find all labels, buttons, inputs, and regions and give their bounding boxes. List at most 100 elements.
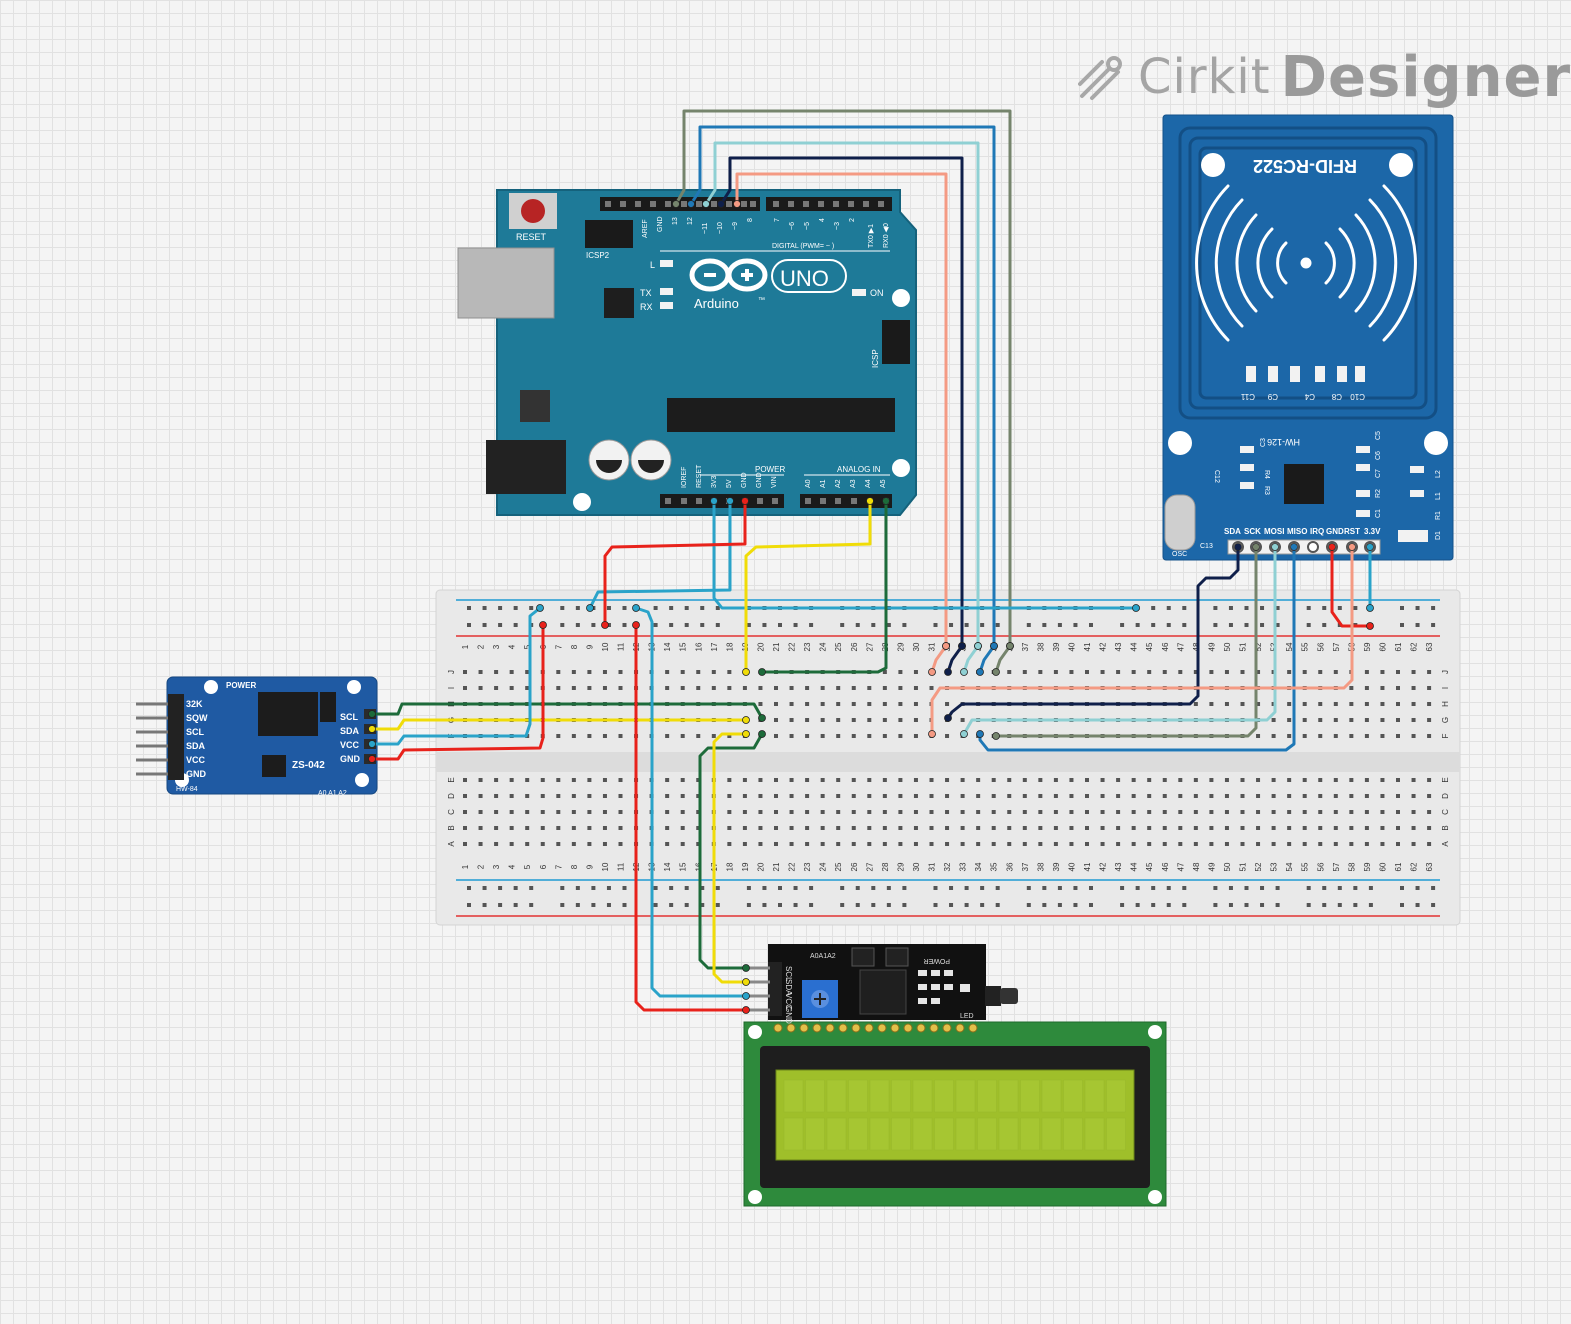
wire-cyan-3v3-rail[interactable] [712, 499, 1138, 610]
column-number: 51 [1239, 642, 1248, 651]
column-number: 2 [477, 864, 486, 869]
header-pin[interactable] [805, 498, 811, 504]
header-pin[interactable] [750, 201, 756, 207]
wire-cyan-rtc-vcc[interactable] [370, 606, 542, 746]
wire-yellow-a4[interactable] [744, 499, 872, 674]
part-l1: L1 [1435, 492, 1442, 500]
column-number: 57 [1332, 642, 1341, 651]
wire-lightcyan-pin11[interactable] [704, 141, 980, 648]
header-pin[interactable] [605, 201, 611, 207]
wire-navy-col32[interactable] [946, 644, 964, 674]
icsp-label: ICSP [871, 349, 880, 368]
wire-cyan-lcd-vcc[interactable] [634, 606, 748, 998]
header-pin[interactable] [635, 201, 641, 207]
wire-salmon-pin9[interactable] [735, 172, 948, 648]
backlight-jumper[interactable] [985, 986, 1001, 1006]
column-number: 18 [725, 862, 734, 871]
header-pin[interactable] [788, 201, 794, 207]
column-number: 18 [725, 642, 734, 651]
header-pin[interactable] [696, 498, 702, 504]
header-pin[interactable] [757, 498, 763, 504]
column-number: 14 [663, 862, 672, 871]
header-pin[interactable] [773, 201, 779, 207]
header-pin[interactable] [851, 498, 857, 504]
rtc-side-chip [320, 692, 336, 722]
header-pin[interactable] [803, 201, 809, 207]
header-pin[interactable] [665, 498, 671, 504]
header-pin[interactable] [833, 201, 839, 207]
wire-gray-col35[interactable] [994, 644, 1012, 674]
header-pin[interactable] [818, 201, 824, 207]
wire-gray-pin13[interactable] [674, 109, 1012, 648]
wire-salmon-rfid-rst[interactable] [930, 545, 1354, 736]
reset-button[interactable] [521, 199, 545, 223]
wire-gray-rfid-sck[interactable] [994, 545, 1258, 738]
mount-hole [347, 680, 361, 694]
wire-green-a5[interactable] [760, 499, 888, 674]
rfid-header-pin[interactable] [1307, 541, 1319, 553]
header-pin[interactable] [681, 498, 687, 504]
rtc-ds3231-module[interactable]: 32K SQW SCL SDA VCC GND SCL SDA VCC GND … [136, 676, 378, 797]
wire-blue-pin12[interactable] [689, 125, 996, 648]
header-pin[interactable] [878, 201, 884, 207]
wire-salmon-col31[interactable] [930, 644, 948, 674]
led-l-label: L [650, 260, 655, 270]
lcd-pin-pads [773, 1023, 978, 1033]
pin-reset-label: RESET [696, 464, 703, 488]
power-label: POWER [755, 465, 785, 474]
wire-green-lcd-scl[interactable] [698, 732, 764, 970]
i2c-backpack-module[interactable]: A0A1A2 POWER LED SCL SDA VCC GND [748, 944, 1018, 1024]
crystal-oscillator [1164, 494, 1196, 551]
wire-navy-rfid-sda[interactable] [946, 545, 1240, 720]
row-letter: B [447, 825, 456, 830]
wire-yellow-rtc-sda[interactable] [370, 718, 748, 731]
header-pin[interactable] [681, 201, 687, 207]
rtc-pin-32k-label: 32K [186, 699, 203, 709]
header-pin[interactable] [772, 498, 778, 504]
pin-ioref-label: IOREF [681, 467, 688, 488]
pin-12-label: 12 [687, 217, 694, 225]
column-number: 29 [896, 642, 905, 651]
header-pin[interactable] [848, 201, 854, 207]
rfid-wave-icon [1195, 184, 1417, 342]
part-l2: L2 [1435, 470, 1442, 478]
header-pin[interactable] [726, 201, 732, 207]
column-number: 44 [1130, 642, 1139, 651]
header-pin[interactable] [650, 201, 656, 207]
wire-red-rfid-gnd[interactable] [1330, 545, 1372, 628]
mount-hole [892, 459, 910, 477]
header-pin[interactable] [711, 201, 717, 207]
column-number: 27 [865, 862, 874, 871]
wire-navy-pin10[interactable] [719, 156, 964, 648]
power-jack [486, 440, 566, 494]
header-pin[interactable] [696, 201, 702, 207]
header-pin[interactable] [863, 201, 869, 207]
arduino-uno[interactable]: RESET ICSP2 ICSP UNO Arduino ™ L TX [457, 189, 917, 516]
wire-blue-col34[interactable] [978, 644, 996, 674]
wire-red-lcd-gnd[interactable] [634, 623, 748, 1012]
wire-blue-rfid-miso[interactable] [978, 545, 1296, 752]
column-number: 45 [1145, 642, 1154, 651]
lcd-16x2-display[interactable] [743, 1021, 1167, 1207]
pin-11-label: ~11 [702, 223, 709, 234]
rfid-pin-sck-label: SCK [1244, 527, 1261, 536]
mount-hole [1201, 153, 1225, 177]
header-pin[interactable] [820, 498, 826, 504]
pin-vin-label: VIN [771, 476, 778, 488]
header-pin[interactable] [835, 498, 841, 504]
row-letter: A [447, 841, 456, 847]
wire-yellow-lcd-sda[interactable] [712, 732, 748, 984]
column-number: 23 [803, 862, 812, 871]
wire-green-rtc-scl[interactable] [370, 702, 764, 720]
wire-lightcyan-col33[interactable] [962, 644, 980, 674]
header-pin[interactable] [665, 201, 671, 207]
wire-red-rtc-gnd[interactable] [370, 623, 545, 761]
header-pin[interactable] [620, 201, 626, 207]
wire-lightcyan-rfid-mosi[interactable] [962, 545, 1277, 736]
column-number: 10 [601, 862, 610, 871]
rfid-rc522-module[interactable]: RFID-RC522 C11 C9 C4 C8 C10 HW-126 C3 C5 [1162, 114, 1454, 561]
column-number: 55 [1301, 862, 1310, 871]
header-pin[interactable] [741, 201, 747, 207]
wire-red-gnd[interactable] [603, 499, 747, 627]
pin-6-label: ~6 [789, 222, 796, 230]
